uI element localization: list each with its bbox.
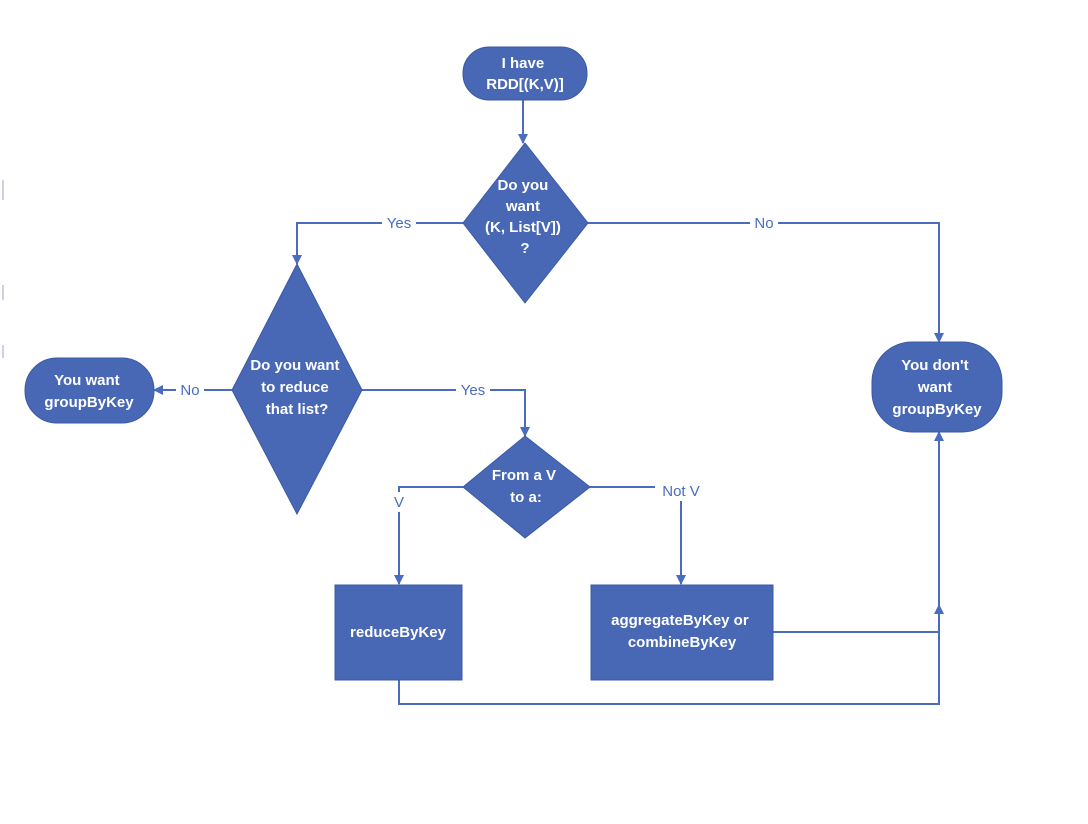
svg-text:You don't want gro: You don't want groupByKey	[892, 357, 982, 418]
node-want-groupbykey: You want groupByKey	[24, 357, 155, 424]
node-question-list-line-2: want	[505, 198, 540, 215]
node-question-list-line-4: ?	[520, 240, 529, 257]
edge-label-from-v-v: V	[394, 494, 404, 511]
node-question-reduce-line-2: to reduce	[261, 379, 329, 396]
node-dont-want-groupbykey-line-2: want	[917, 379, 952, 396]
svg-text:You want groupByKey: You want groupByKey	[44, 372, 134, 411]
node-question-reduce: Do you want to reduce that list?	[231, 262, 363, 516]
svg-text:aggregateByKey or combin: aggregateByKey or combineByKey	[611, 612, 753, 651]
node-question-list-line-1: Do you	[497, 177, 548, 194]
node-start: I have RDD[(K,V)]	[462, 46, 588, 101]
node-question-list-line-3: (K, List[V])	[485, 219, 561, 236]
edge-label-reduce-no: No	[180, 382, 199, 399]
node-start-line-2: RDD[(K,V)]	[486, 76, 563, 93]
svg-text:I have RDD[(K,V)]: I have RDD[(K,V)]	[486, 55, 563, 93]
edge-from-v-v	[394, 486, 463, 585]
node-want-groupbykey-line-1: You want	[54, 372, 120, 389]
edge-labels: Yes No No Yes V Not V	[176, 213, 778, 512]
node-question-reduce-line-1: Do you want	[250, 357, 339, 374]
node-dont-want-groupbykey: You don't want groupByKey	[871, 341, 1003, 433]
svg-text:Do you want to reduce: Do you want to reduce that list?	[250, 357, 343, 418]
node-question-from-v-line-1: From a V	[492, 467, 556, 484]
edge-label-from-v-not-v: Not V	[662, 483, 700, 500]
node-aggregatebykey-line-1: aggregateByKey or	[611, 612, 749, 629]
edge-list-yes	[292, 222, 463, 265]
node-question-list: Do you want (K, List[V]) ?	[462, 142, 589, 304]
edges	[153, 100, 944, 705]
node-reducebykey: reduceByKey	[334, 584, 463, 681]
node-dont-want-groupbykey-line-1: You don't	[901, 357, 968, 374]
node-reducebykey-line-1: reduceByKey	[350, 624, 447, 641]
edge-list-no	[588, 222, 944, 343]
edge-reduce-yes	[362, 389, 530, 437]
node-question-from-v-line-2: to a:	[510, 489, 542, 506]
svg-text:Do you want (K, Li: Do you want (K, List[V]) ?	[485, 177, 565, 257]
svg-text:reduceByKey: reduceByKey	[350, 624, 447, 641]
svg-text:From a V to a:: From a V to a:	[492, 467, 560, 506]
edge-label-list-yes: Yes	[387, 215, 411, 232]
node-dont-want-groupbykey-line-3: groupByKey	[892, 401, 982, 418]
edge-from-v-not-v	[590, 486, 686, 585]
edge-label-list-no: No	[754, 215, 773, 232]
node-question-reduce-line-3: that list?	[266, 401, 329, 418]
node-question-from-v: From a V to a:	[462, 435, 591, 539]
node-want-groupbykey-line-2: groupByKey	[44, 394, 134, 411]
node-start-line-1: I have	[502, 55, 545, 72]
node-aggregatebykey: aggregateByKey or combineByKey	[590, 584, 774, 681]
edge-label-reduce-yes: Yes	[461, 382, 485, 399]
edge-reduce-to-dont-want	[398, 431, 944, 705]
node-aggregatebykey-line-2: combineByKey	[628, 634, 737, 651]
